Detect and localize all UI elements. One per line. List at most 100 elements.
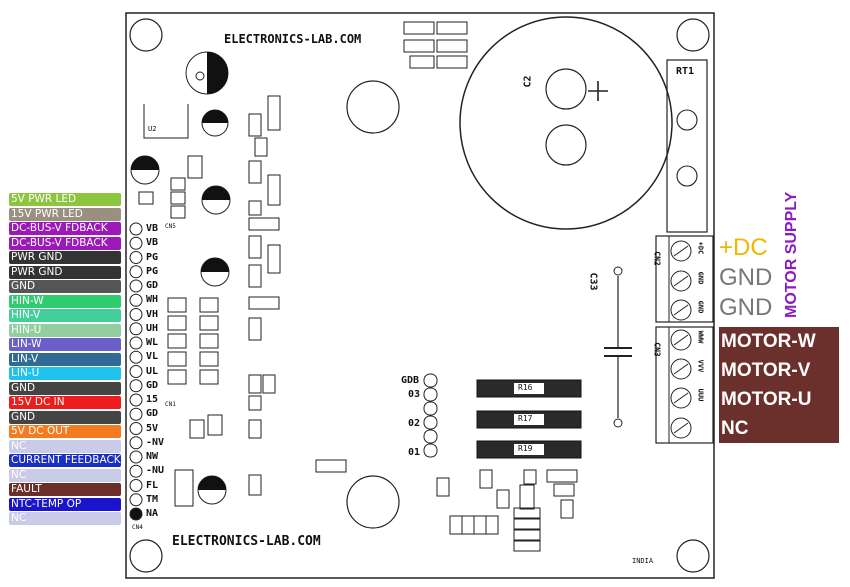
cn3-label: CN3 [652, 342, 662, 357]
pin-code: UH [146, 322, 159, 334]
pin-label: PWR GND [9, 265, 121, 279]
cn4-pin [129, 236, 143, 250]
cn4-pin [129, 365, 143, 378]
pin-label: 5V DC OUT [9, 425, 121, 438]
cn4-pin [129, 436, 143, 450]
cn3-pin-2: VVV [696, 359, 705, 373]
pin-label: 15V PWR LED [9, 207, 121, 221]
pin-label: NC [9, 468, 121, 482]
pin-code: VL [146, 351, 159, 363]
pin-label: NC [9, 439, 121, 453]
pin-code: WL [146, 337, 159, 348]
c33-pad-bottom [613, 418, 623, 428]
pcb-board-outline [125, 12, 715, 579]
cn2-pin-1: +DC [696, 241, 705, 255]
c2-label: C2 [522, 75, 534, 88]
cn2-pin-2: GND [696, 271, 705, 285]
pin-label: GND [9, 280, 121, 293]
large-pad-top [346, 80, 400, 134]
pin-label: NTC-TEMP OP [9, 497, 121, 511]
cn2-label: CN2 [652, 251, 662, 266]
cn4-pin-header [129, 222, 143, 521]
cn4-pin [129, 422, 143, 435]
cn2-pin-3: GND [696, 300, 705, 314]
cn1-label: CN1 [165, 401, 176, 408]
q2-label: 02 [408, 418, 421, 429]
rt1-pad-2 [676, 165, 698, 187]
motor-label-nc: NC [719, 414, 839, 443]
cn2-screws [670, 240, 692, 321]
brand-bottom: ELECTRONICS-LAB.COM [172, 534, 321, 549]
supply-label-gnd-2: GND [719, 294, 773, 321]
pin-code: VH [146, 308, 159, 320]
power-resistors [476, 379, 582, 459]
motor-label-w: MOTOR-W [719, 327, 839, 356]
brand-top: ELECTRONICS-LAB.COM [224, 32, 362, 46]
gdb-label: GDB [401, 375, 420, 386]
cn4-pin [129, 308, 143, 321]
pin-label: NC [9, 512, 121, 525]
pin-label: LIN-V [9, 352, 121, 366]
pin-label: HIN-V [9, 309, 121, 322]
pin-code: GD [146, 280, 159, 291]
c33-pad-top [613, 266, 623, 276]
mounting-hole-bl [129, 539, 163, 573]
cn4-pin [129, 507, 143, 521]
cn4-pin [129, 450, 143, 464]
r19-label: R19 [518, 444, 533, 453]
cn3-pin-1: WWW [696, 330, 705, 344]
cn2-terminal-block [655, 235, 714, 323]
pin-code: GD [146, 379, 159, 391]
pin-code: -NU [146, 465, 165, 477]
cn4-pin [129, 350, 143, 364]
cn4-pin [129, 479, 143, 492]
cn4-pin [129, 293, 143, 307]
pin-code: PG [146, 251, 159, 263]
pin-code: 5V [146, 422, 159, 434]
pin-code: NA [146, 508, 159, 519]
gdb-header [423, 373, 438, 458]
mounting-hole-tl [129, 18, 163, 52]
cn3-terminal-block [655, 326, 714, 444]
pin-code: UL [146, 365, 159, 377]
pin-code: NW [146, 451, 159, 462]
pin-label: 15V DC IN [9, 396, 121, 409]
cn3-screws [670, 329, 692, 439]
supply-label-dc: +DC [719, 234, 768, 261]
pin-label: HIN-W [9, 294, 121, 308]
mounting-hole-tr [676, 18, 710, 52]
rt1-pad-1 [676, 109, 698, 131]
cn4-pin [129, 265, 143, 279]
cn4-pin [129, 393, 143, 407]
c33-label: C33 [587, 272, 599, 291]
r17-label: R17 [518, 414, 533, 423]
q3-label: 03 [408, 389, 421, 400]
cn4-pin [129, 251, 143, 264]
pin-label: GND [9, 410, 121, 424]
cn4-pin [129, 322, 143, 336]
u2-outline [143, 104, 189, 139]
electrolytic-caps [130, 51, 231, 505]
cn4-pin [129, 279, 143, 293]
motor-label-v: MOTOR-V [719, 356, 839, 385]
pin-code: -NV [146, 436, 165, 448]
pin-label: 5V PWR LED [9, 193, 121, 206]
pin-code: VB [146, 237, 159, 249]
motor-label-u: MOTOR-U [719, 385, 839, 414]
large-pad-bottom [346, 475, 400, 529]
origin-label: INDIA [632, 557, 654, 565]
pin-code: PG [146, 265, 159, 277]
cn4-pin [129, 222, 143, 236]
pin-label: PWR GND [9, 251, 121, 264]
cn5-label: CN5 [165, 223, 176, 230]
smd-components [138, 21, 578, 552]
mounting-hole-br [676, 539, 710, 573]
cn4-label: CN4 [132, 524, 143, 531]
pin-code: FL [146, 479, 159, 491]
pin-label: LIN-W [9, 338, 121, 351]
motor-supply-title: MOTOR SUPPLY [783, 191, 800, 318]
pin-label: GND [9, 381, 121, 395]
capacitor-c2-pad-plus [545, 68, 587, 110]
pin-label: DC-BUS-V FDBACK [9, 236, 121, 250]
